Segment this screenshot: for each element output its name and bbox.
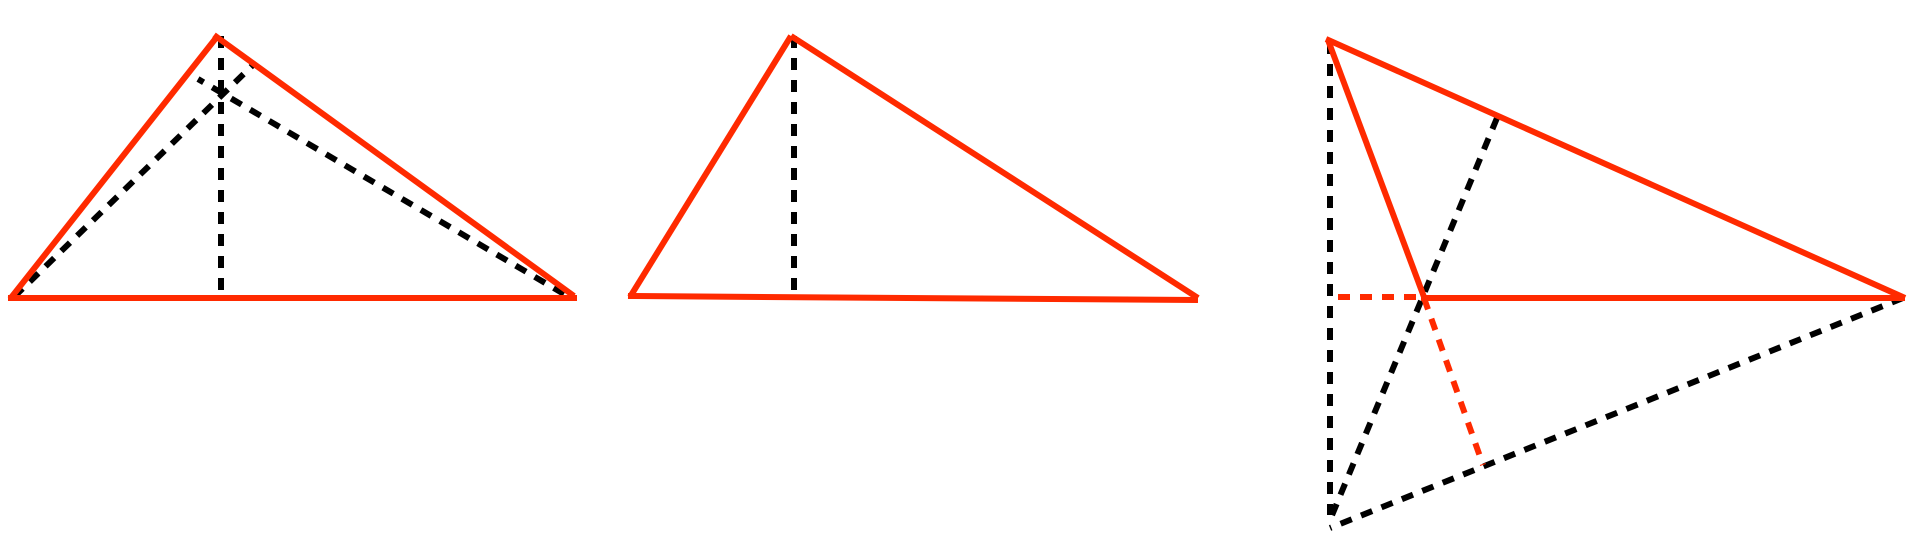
side-base (627, 293, 1199, 303)
side-extension (1421, 297, 1486, 466)
altitude-from-right-vertex-extended (1328, 295, 1905, 531)
altitude-from-right-vertex (196, 76, 566, 297)
figure-obtuse-triangle (1324, 36, 1907, 531)
altitude-through-obtuse-vertex (1327, 116, 1500, 522)
side-top-left (1325, 38, 1427, 299)
side-left (7, 36, 219, 301)
altitude-from-left-vertex (11, 60, 258, 300)
side-right (212, 32, 576, 299)
side-right (789, 33, 1200, 301)
figure-acute-triangle (7, 32, 577, 301)
figure-single-altitude-triangle (627, 33, 1200, 303)
side-top (1324, 36, 1907, 301)
side-left (627, 34, 794, 299)
